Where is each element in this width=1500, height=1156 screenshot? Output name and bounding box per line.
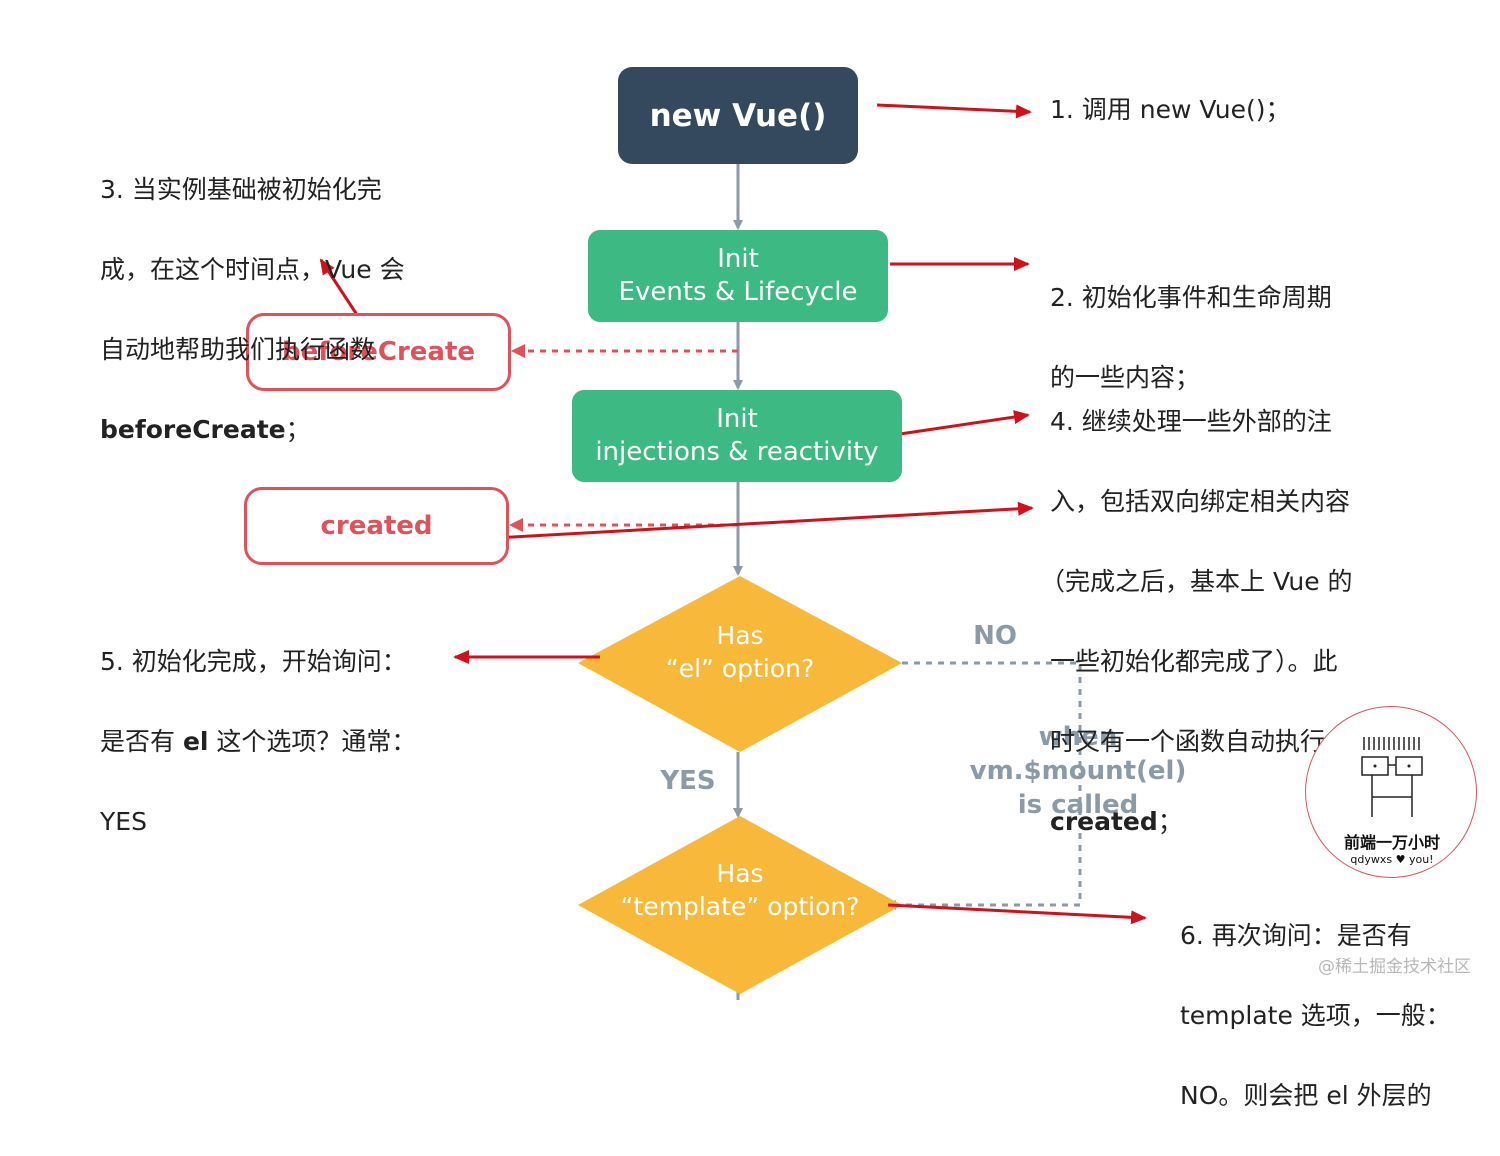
note-2-line1: 2. 初始化事件和生命周期	[1050, 283, 1332, 312]
note-arrow-6	[887, 903, 1147, 925]
note-4-hook-name: created	[1050, 807, 1158, 836]
node-init-injections: Init injections & reactivity	[572, 390, 902, 482]
note-arrow-created	[494, 501, 1034, 540]
hook-created-label: created	[320, 511, 433, 541]
note-6-line3: NO。则会把 el 外层的	[1180, 1081, 1432, 1110]
hook-created: created	[244, 487, 509, 565]
note-6: 6. 再次询问：是否有 template 选项，一般： NO。则会把 el 外层…	[1180, 876, 1451, 1156]
decision-el: Has “el” option?	[600, 619, 880, 685]
note-1: 1. 调用 new Vue()；	[1050, 95, 1291, 124]
corner-watermark: @稀土掘金技术社区	[1318, 957, 1471, 977]
note-4-line3: （完成之后，基本上 Vue 的	[1040, 567, 1353, 596]
note-4-tail: ；	[1157, 807, 1183, 836]
decision-template-line1: Has	[716, 859, 764, 888]
node-init-events: Init Events & Lifecycle	[588, 230, 888, 322]
decision-el-shape	[578, 576, 902, 752]
robot-logo-icon	[1361, 737, 1423, 817]
note-3-line1: 3. 当实例基础被初始化完	[100, 175, 382, 204]
note-5: 5. 初始化完成，开始询问： 是否有 el 这个选项？通常： YES	[100, 602, 416, 882]
decision-el-line2: “el” option?	[665, 654, 815, 683]
note-2-line2: 的一些内容；	[1050, 363, 1201, 392]
watermark-badge: 前端一万小时 qdywxs ♥ you!	[1305, 706, 1477, 878]
note-3-line3: 自动地帮助我们执行函数	[100, 335, 376, 364]
edge-label-yes: YES	[660, 766, 716, 796]
note-3-hook-name: beforeCreate	[100, 415, 286, 444]
node-init-injections-line2: injections & reactivity	[595, 437, 879, 467]
note-3-line4: beforeCreate；	[100, 410, 405, 450]
note-5-line3: YES	[100, 807, 147, 836]
note-6-line1: 6. 再次询问：是否有	[1180, 921, 1412, 950]
watermark-title: 前端一万小时	[1343, 833, 1440, 852]
node-init-injections-line1: Init	[716, 404, 758, 434]
watermark-subtitle: qdywxs ♥ you!	[1350, 853, 1434, 866]
edge-label-no: NO	[973, 621, 1017, 651]
hook-beforecreate-label: beforeCreate	[281, 337, 476, 367]
node-init-events-line2: Events & Lifecycle	[618, 277, 858, 307]
connectors	[319, 103, 1147, 1000]
flow-no-mount	[886, 661, 1082, 910]
note-4-line5: 时又有一个函数自动执行	[1050, 727, 1326, 756]
decision-template: Has “template” option?	[590, 857, 890, 923]
note-arrow-1	[876, 103, 1032, 119]
note-4-line6: created；	[1050, 802, 1353, 842]
edge-label-when-mount: when vm.$mount(el) is called	[958, 720, 1198, 822]
note-arrow-4	[899, 410, 1030, 436]
when-mount-line3: is called	[1017, 790, 1139, 820]
note-5-post: 这个选项？通常：	[208, 727, 417, 756]
node-init-events-line1: Init	[717, 244, 759, 274]
node-new-vue-label: new Vue()	[649, 97, 827, 134]
note-2: 2. 初始化事件和生命周期 的一些内容；	[1050, 238, 1332, 438]
when-mount-line2: vm.$mount(el)	[969, 756, 1187, 786]
note-4-line2: 入，包括双向绑定相关内容	[1050, 487, 1351, 516]
decision-template-line2: “template” option?	[620, 892, 860, 921]
note-5-pre: 是否有	[100, 727, 183, 756]
note-3-line2: 成，在这个时间点，Vue 会	[100, 255, 405, 284]
note-6-line2: template 选项，一般：	[1180, 1001, 1451, 1030]
note-5-line2: 是否有 el 这个选项？通常：	[100, 722, 416, 762]
when-mount-line1: when	[1038, 722, 1118, 752]
note-4-line1: 4. 继续处理一些外部的注	[1050, 407, 1332, 436]
node-new-vue: new Vue()	[618, 67, 858, 164]
note-3-tail: ；	[285, 415, 311, 444]
note-3: 3. 当实例基础被初始化完 成，在这个时间点，Vue 会 自动地帮助我们执行函数…	[100, 130, 405, 490]
note-4: 4. 继续处理一些外部的注 入，包括双向绑定相关内容 （完成之后，基本上 Vue…	[1040, 362, 1353, 882]
note-5-el: el	[182, 727, 209, 756]
decision-el-line1: Has	[716, 621, 764, 650]
decision-template-shape	[578, 816, 902, 994]
note-4-line4: 一些初始化都完成了）。此	[1050, 647, 1338, 676]
note-5-line1: 5. 初始化完成，开始询问：	[100, 647, 407, 676]
hook-beforecreate: beforeCreate	[246, 313, 511, 391]
